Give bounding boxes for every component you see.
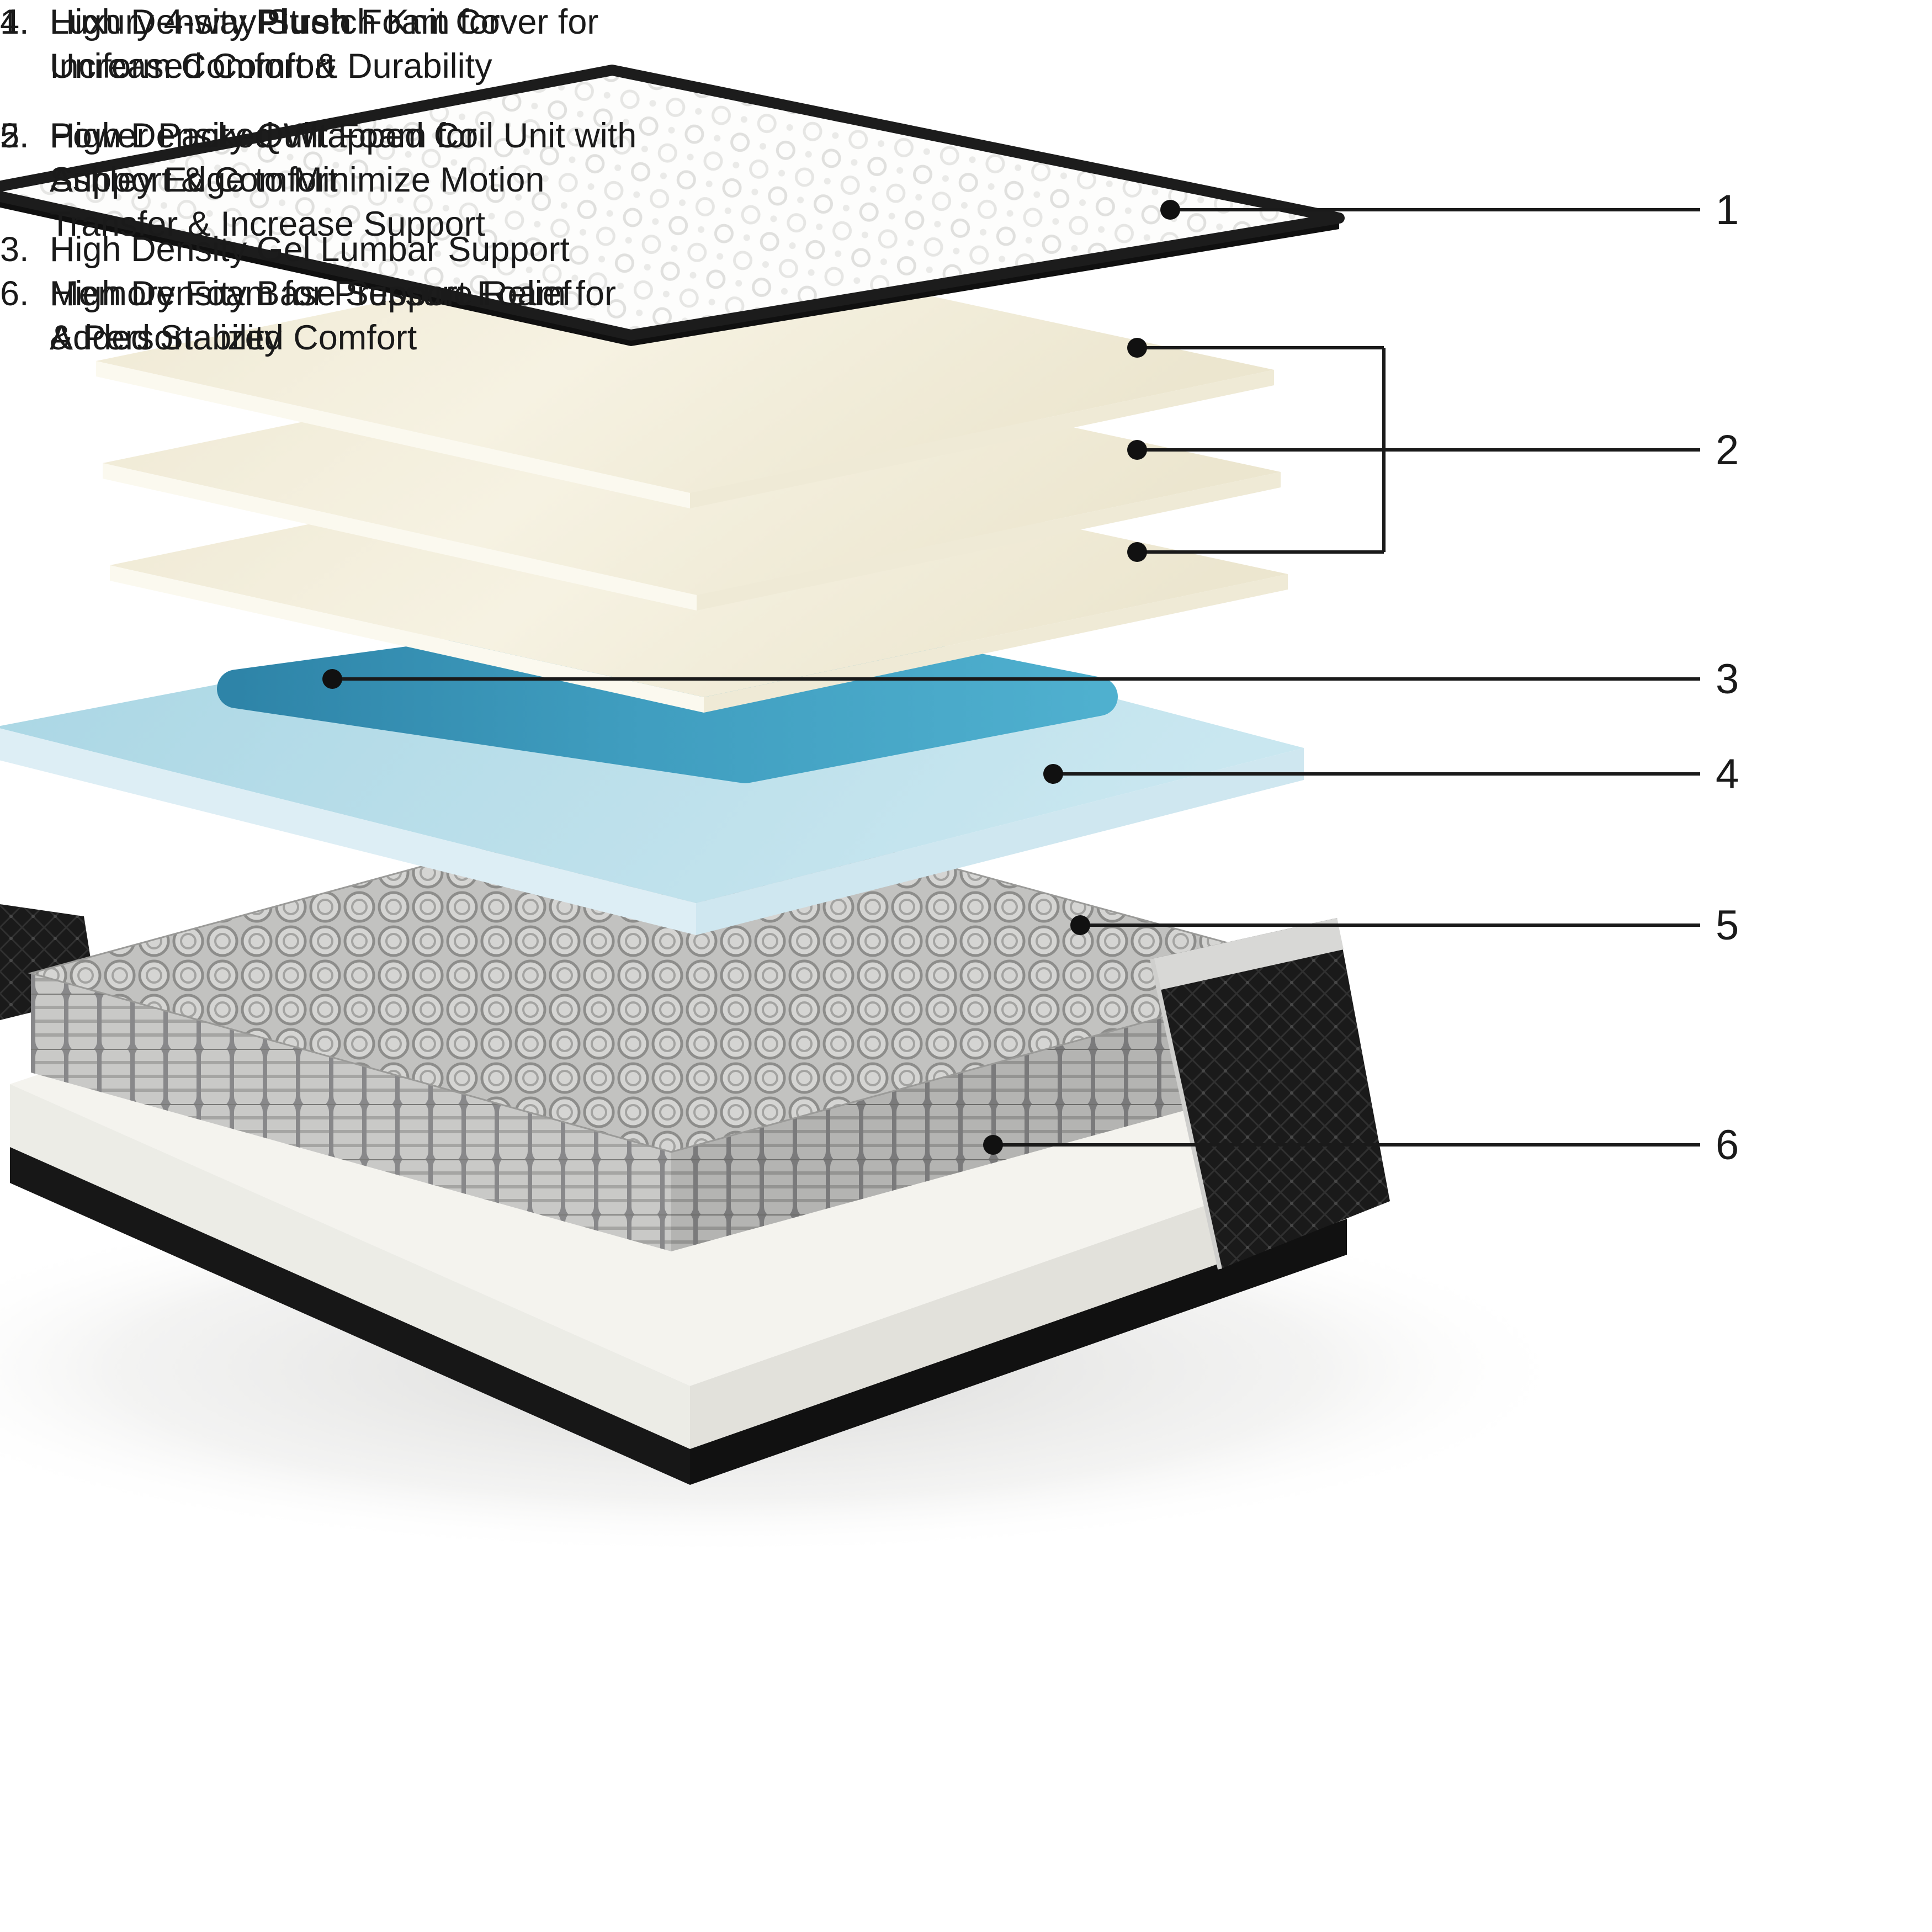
callout-dot-2c [1127, 542, 1147, 562]
legend-item-4-text: High Density Plush Foam for Increased Co… [50, 0, 500, 88]
legend-item-4: 4. High Density Plush Foam for Increased… [0, 0, 636, 88]
legend-left-column: 1. Luxury 4-way Stretch Knit Cover for U… [0, 0, 598, 385]
legend-item-6-text: High Density Base Support Foam for Added… [50, 272, 616, 360]
callout-dot-6 [983, 1135, 1003, 1155]
legend-line: Memory Foam for Pressure Relief [50, 274, 572, 313]
callout-number-4: 4 [1716, 751, 1739, 798]
callout-dot-2b [1127, 440, 1147, 460]
legend-item-1-text: Luxury 4-way Stretch Knit Cover for Unif… [50, 0, 598, 88]
legend-item-5-text: Power Packed Wrapped Coil Unit with Ashl… [50, 114, 636, 246]
callout-number-6: 6 [1716, 1122, 1739, 1169]
legend-line: Uniform Comfort & Durability [50, 47, 492, 86]
legend-line: High Density Base Support Foam for [50, 274, 616, 313]
callout-dot-3 [322, 669, 342, 689]
legend-item-1-number: 1. [0, 3, 29, 41]
legend-line: Ashley Edge to Minimize Motion [50, 161, 545, 199]
legend-line: High Density Plush Foam for [50, 0, 500, 44]
callout-dot-4 [1043, 764, 1063, 784]
legend-text-segment: Foam for [351, 3, 500, 41]
legend-item-2: 2. High Density Quilt Foam for Support &… [0, 114, 598, 202]
right-shell-quilted-panel [1150, 918, 1390, 1270]
callout-number-1: 1 [1716, 187, 1739, 233]
legend-item-1: 1. Luxury 4-way Stretch Knit Cover for U… [0, 0, 598, 88]
callout-dot-2a [1127, 338, 1147, 358]
legend-item-6: 6. High Density Base Support Foam for Ad… [0, 272, 636, 360]
legend-line: Increased Comfort [50, 47, 336, 86]
callout-number-5: 5 [1716, 902, 1739, 949]
legend-item-3: 3. High Density Gel Lumbar Support Memor… [0, 227, 598, 360]
callout-number-2: 2 [1716, 427, 1739, 474]
legend-item-3-text: High Density Gel Lumbar Support Memory F… [50, 227, 571, 360]
legend-line: Transfer & Increase Support [50, 205, 486, 243]
callout-dots [322, 200, 1180, 1155]
legend-text-bold-segment: Plush [256, 3, 352, 41]
legend-item-6-number: 6. [0, 274, 29, 313]
legend-line: Power Packed Wrapped Coil Unit with [50, 116, 637, 155]
legend-item-3-number: 3. [0, 230, 29, 269]
callout-dot-5 [1070, 915, 1090, 935]
legend-line: High Density Quilt Foam for [50, 116, 477, 155]
legend-item-2-text: High Density Quilt Foam for Support & Co… [50, 114, 477, 202]
callout-dot-1 [1160, 200, 1180, 220]
legend-line: Added Stability [50, 319, 282, 357]
layer-1-stretch-knit-cover [0, 65, 1345, 346]
layer-5-wrapped-coil-unit [28, 794, 1334, 1251]
legend-item-5-number: 5. [0, 116, 29, 155]
legend-item-4-number: 4. [0, 3, 29, 41]
callouts [332, 208, 1700, 1147]
legend-line: & Personalized Comfort [50, 319, 417, 357]
legend-item-2-number: 2. [0, 116, 29, 155]
callout-numbers: 1 2 3 4 5 6 [1716, 187, 1739, 1169]
legend-item-5: 5. Power Packed Wrapped Coil Unit with A… [0, 114, 636, 246]
legend-text-segment: High Density [50, 3, 257, 41]
legend-right-column: 4. High Density Plush Foam for Increased… [0, 0, 636, 385]
callout-number-3: 3 [1716, 656, 1739, 703]
legend-line: Luxury 4-way Stretch Knit Cover for [50, 3, 599, 41]
legend-line: Support & Comfort [50, 161, 338, 199]
legend-line: High Density Gel Lumbar Support [50, 230, 570, 269]
